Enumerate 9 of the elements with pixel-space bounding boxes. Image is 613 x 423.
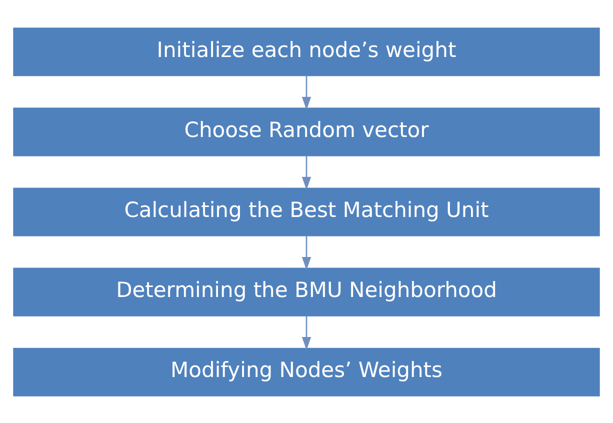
arrow <box>302 315 312 350</box>
node-box: Choose Random vector <box>13 107 600 156</box>
arrow <box>302 235 312 270</box>
node-box: Calculating the Best Matching Unit <box>13 187 600 236</box>
node-box: Initialize each node’s weight <box>13 27 600 76</box>
node-box: Determining the BMU Neighborhood <box>13 267 600 316</box>
node-box: Modifying Nodes’ Weights <box>13 347 600 396</box>
arrow <box>302 155 312 190</box>
arrow <box>302 75 312 110</box>
